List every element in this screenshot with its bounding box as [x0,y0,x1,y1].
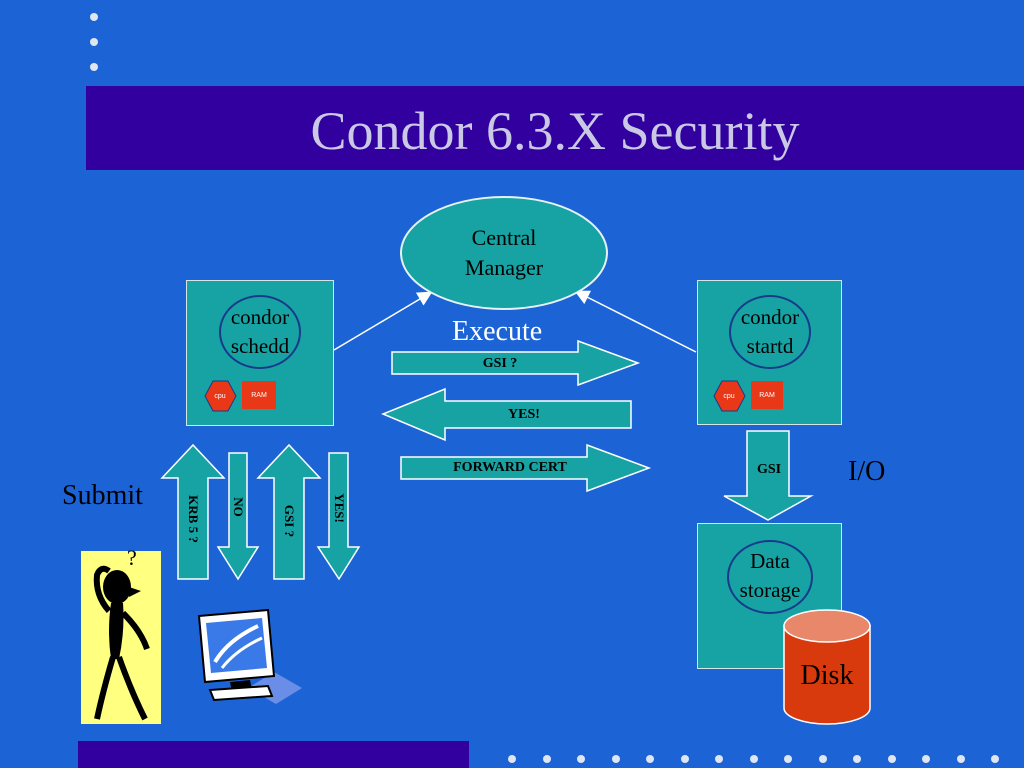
startd-cpu-label: cpu [723,392,735,400]
startd-ellipse: condor startd [729,295,811,369]
bullet-dot [715,755,723,763]
bullet-dot [577,755,585,763]
gsi-query-arrow [391,339,641,387]
bullet-dot [991,755,999,763]
central-manager-node: Central Manager [400,196,608,310]
bullet-dot [957,755,965,763]
startd-ram-chip: RAM [751,381,783,409]
bullet-dot [543,755,551,763]
bullet-dot [819,755,827,763]
central-manager-line1: Central [471,225,537,250]
bullet-dot [888,755,896,763]
schedd-to-manager-line [333,291,433,351]
data-storage-line2: storage [739,578,801,602]
schedd-cpu-label: cpu [214,392,226,400]
bottom-bar [78,741,469,768]
data-storage-line1: Data [750,549,790,573]
forward-cert-label: FORWARD CERT [453,460,567,475]
slide-title: Condor 6.3.X Security [310,101,800,161]
schedd-ellipse: condor schedd [219,295,301,369]
bullet-dot [922,755,930,763]
execute-label: Execute [452,316,543,347]
schedd-line1: condor [230,305,290,329]
yes-arrow [381,387,632,442]
bullet-dot [508,755,516,763]
krb5-up-arrow [160,443,226,580]
yes-label: YES! [508,407,540,422]
gsi-down-arrow [723,430,814,521]
startd-line2: startd [746,334,794,358]
bullet-dot [784,755,792,763]
disk-label: Disk [800,660,854,691]
bullet-dot [646,755,654,763]
bullet-dot [853,755,861,763]
gsi-query-label: GSI ? [482,356,518,371]
schedd-line2: schedd [230,334,290,358]
no-down-arrow [216,452,260,581]
bullet-dot [90,38,98,46]
yes-down-arrow [316,452,361,581]
bullet-dot [612,755,620,763]
submit-label: Submit [62,480,143,511]
bullet-dot [90,63,98,71]
gsi-down-label: GSI [756,462,782,477]
schedd-ram-chip: RAM [242,381,276,409]
title-bar [86,86,1024,170]
startd-line1: condor [740,305,800,329]
data-storage-ellipse: Data storage [727,540,813,614]
thinking-person-icon: ? [81,545,161,724]
question-mark: ? [127,545,137,570]
gsi-up-arrow [256,443,322,580]
forward-cert-arrow [400,443,652,493]
bullet-dot [90,13,98,21]
bullet-dot [750,755,758,763]
bullet-dot [681,755,689,763]
startd-to-manager-line [574,290,697,353]
io-label: I/O [848,456,886,487]
central-manager-line2: Manager [464,255,544,280]
